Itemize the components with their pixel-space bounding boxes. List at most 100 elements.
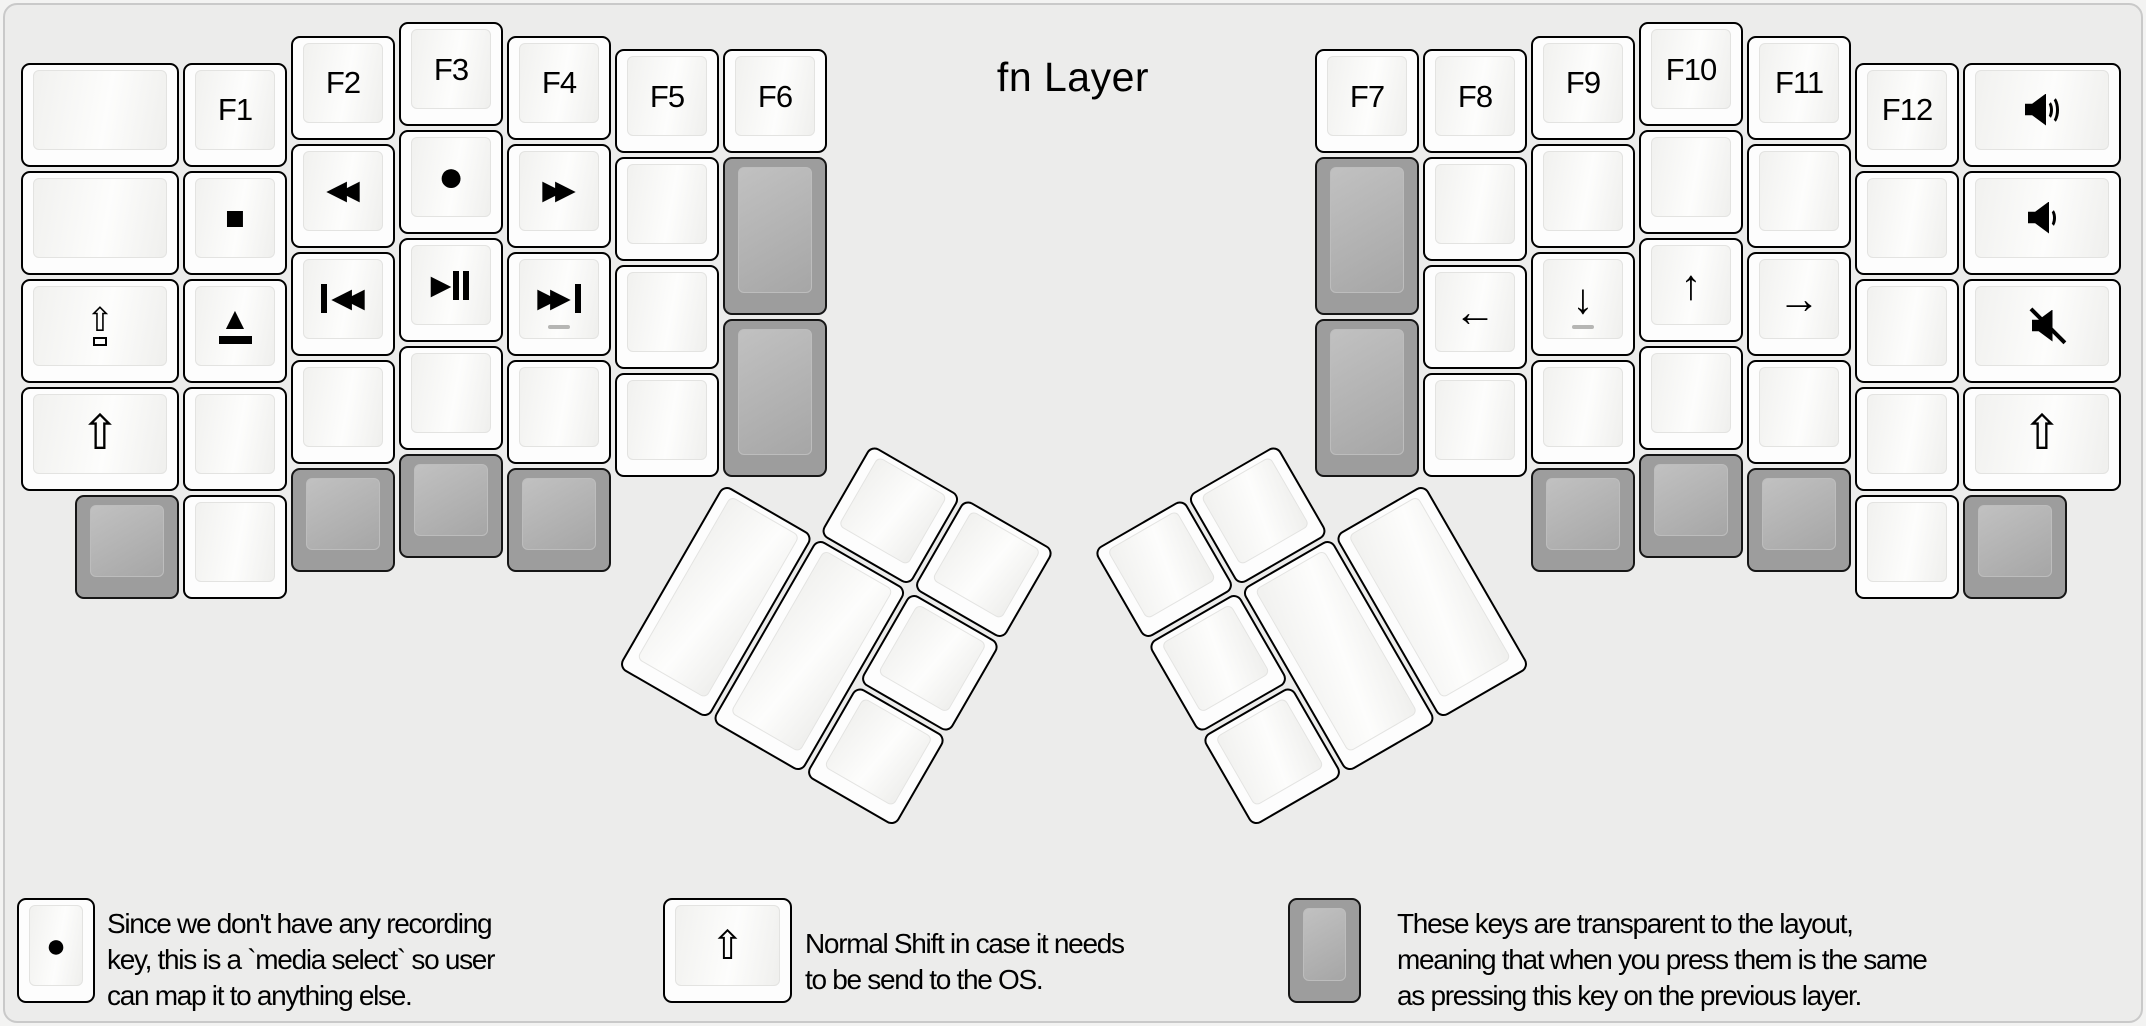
- rewind-icon: ◀◀: [326, 175, 359, 205]
- legend-text-transparent: These keys are transparent to the layout…: [1397, 908, 1928, 1011]
- fast-forward-icon: ▶▶: [542, 175, 575, 205]
- key-label: F1: [217, 92, 253, 127]
- key-f7[interactable]: F7: [1315, 49, 1419, 153]
- key-label: F11: [1774, 65, 1824, 100]
- key-left-blank-5[interactable]: [291, 359, 395, 464]
- key-caps-lock[interactable]: ⇧: [21, 278, 179, 383]
- caps-lock-icon: ⇧: [86, 303, 114, 346]
- key-label: F4: [541, 65, 577, 100]
- volume-up-icon: [2025, 93, 2059, 126]
- key-legend-transparent-key: [1288, 898, 1361, 1003]
- key-right-blank-11[interactable]: [1855, 386, 1959, 491]
- key-left-transparent-1[interactable]: [75, 494, 179, 599]
- key-right-transparent-3[interactable]: [1531, 467, 1635, 572]
- key-label: F12: [1881, 92, 1933, 127]
- key-left-blank-7[interactable]: [507, 359, 611, 464]
- key-play-pause[interactable]: ▶: [399, 238, 503, 342]
- key-right-transparent-5[interactable]: [1747, 467, 1851, 572]
- key-left-transparent-2[interactable]: [291, 467, 395, 572]
- key-label: F8: [1457, 78, 1493, 114]
- key-left-blank-10[interactable]: [615, 373, 719, 477]
- key-volume-down[interactable]: [1963, 170, 2121, 275]
- key-shift-left[interactable]: ⇧: [21, 386, 179, 491]
- key-arrow-left[interactable]: ←: [1423, 265, 1527, 369]
- key-f9[interactable]: F9: [1531, 35, 1635, 140]
- key-eject[interactable]: ▲: [183, 278, 287, 383]
- key-right-blank-10[interactable]: [1855, 278, 1959, 383]
- key-f12[interactable]: F12: [1855, 62, 1959, 167]
- next-track-icon: ▶▶: [535, 284, 583, 313]
- layer-title: fn Layer: [996, 54, 1150, 100]
- eject-icon: ▲: [218, 303, 252, 344]
- key-right-blank-2[interactable]: [1423, 373, 1527, 477]
- homing-bar: [548, 324, 570, 329]
- key-volume-up[interactable]: [1963, 62, 2121, 167]
- key-f3[interactable]: F3: [399, 22, 503, 126]
- key-arrow-right[interactable]: →: [1747, 251, 1851, 356]
- key-label: F7: [1349, 78, 1385, 114]
- key-label: F5: [649, 78, 685, 114]
- key-left-blank-4[interactable]: [183, 494, 287, 599]
- key-f4[interactable]: F4: [507, 35, 611, 140]
- key-left-transparent-6[interactable]: [723, 319, 827, 477]
- key-label: F6: [757, 78, 793, 114]
- key-left-blank-6[interactable]: [399, 346, 503, 450]
- key-f1[interactable]: F1: [183, 62, 287, 167]
- key-right-transparent-1[interactable]: [1315, 157, 1419, 315]
- key-right-blank-8[interactable]: [1747, 359, 1851, 464]
- key-shift-right[interactable]: ⇧: [1963, 386, 2121, 491]
- key-f6[interactable]: F6: [723, 49, 827, 153]
- key-rewind[interactable]: ◀◀: [291, 143, 395, 248]
- key-left-blank-8[interactable]: [615, 157, 719, 261]
- legend-text-record: Since we don't have any recording key, t…: [107, 908, 495, 1011]
- key-f5[interactable]: F5: [615, 49, 719, 153]
- shift-icon: ⇧: [79, 406, 121, 460]
- key-label: F10: [1665, 51, 1717, 87]
- volume-down-icon: [2028, 201, 2056, 234]
- previous-track-icon: ◀◀: [319, 284, 367, 313]
- key-left-transparent-3[interactable]: [399, 454, 503, 558]
- shift-icon: ⇧: [2021, 406, 2063, 460]
- key-fast-forward[interactable]: ▶▶: [507, 143, 611, 248]
- mute-icon: [2029, 307, 2066, 344]
- play-pause-icon: ▶: [431, 270, 472, 300]
- key-label: F2: [325, 65, 361, 100]
- key-left-blank-1[interactable]: [21, 62, 179, 167]
- key-right-transparent-6[interactable]: [1963, 494, 2067, 599]
- key-right-blank-1[interactable]: [1423, 157, 1527, 261]
- key-record[interactable]: ●: [399, 130, 503, 234]
- key-right-blank-4[interactable]: [1531, 359, 1635, 464]
- key-legend-record-key: ●: [17, 898, 95, 1003]
- key-mute[interactable]: [1963, 278, 2121, 383]
- key-right-blank-12[interactable]: [1855, 494, 1959, 599]
- key-right-blank-5[interactable]: [1639, 130, 1743, 234]
- key-next-track[interactable]: ▶▶: [507, 251, 611, 356]
- key-f10[interactable]: F10: [1639, 22, 1743, 126]
- key-right-blank-7[interactable]: [1747, 143, 1851, 248]
- key-legend-shift-key: ⇧: [663, 898, 792, 1003]
- key-f2[interactable]: F2: [291, 35, 395, 140]
- key-f11[interactable]: F11: [1747, 35, 1851, 140]
- record-icon: ●: [437, 152, 465, 201]
- key-left-blank-9[interactable]: [615, 265, 719, 369]
- key-prev-track[interactable]: ◀◀: [291, 251, 395, 356]
- key-right-blank-9[interactable]: [1855, 170, 1959, 275]
- key-right-transparent-2[interactable]: [1315, 319, 1419, 477]
- homing-bar: [1572, 324, 1594, 329]
- key-left-transparent-4[interactable]: [507, 467, 611, 572]
- key-right-transparent-4[interactable]: [1639, 454, 1743, 558]
- record-icon: ●: [45, 926, 67, 965]
- key-stop[interactable]: ■: [183, 170, 287, 275]
- key-label: F3: [433, 51, 469, 87]
- key-left-blank-3[interactable]: [183, 386, 287, 491]
- key-right-blank-6[interactable]: [1639, 346, 1743, 450]
- legend-text-shift: Normal Shift in case it needs to be send…: [805, 928, 1125, 995]
- key-arrow-up[interactable]: ↑: [1639, 238, 1743, 342]
- key-left-transparent-5[interactable]: [723, 157, 827, 315]
- key-arrow-down[interactable]: ↓: [1531, 251, 1635, 356]
- key-f8[interactable]: F8: [1423, 49, 1527, 153]
- key-right-blank-3[interactable]: [1531, 143, 1635, 248]
- key-label: F9: [1565, 65, 1601, 100]
- key-left-blank-2[interactable]: [21, 170, 179, 275]
